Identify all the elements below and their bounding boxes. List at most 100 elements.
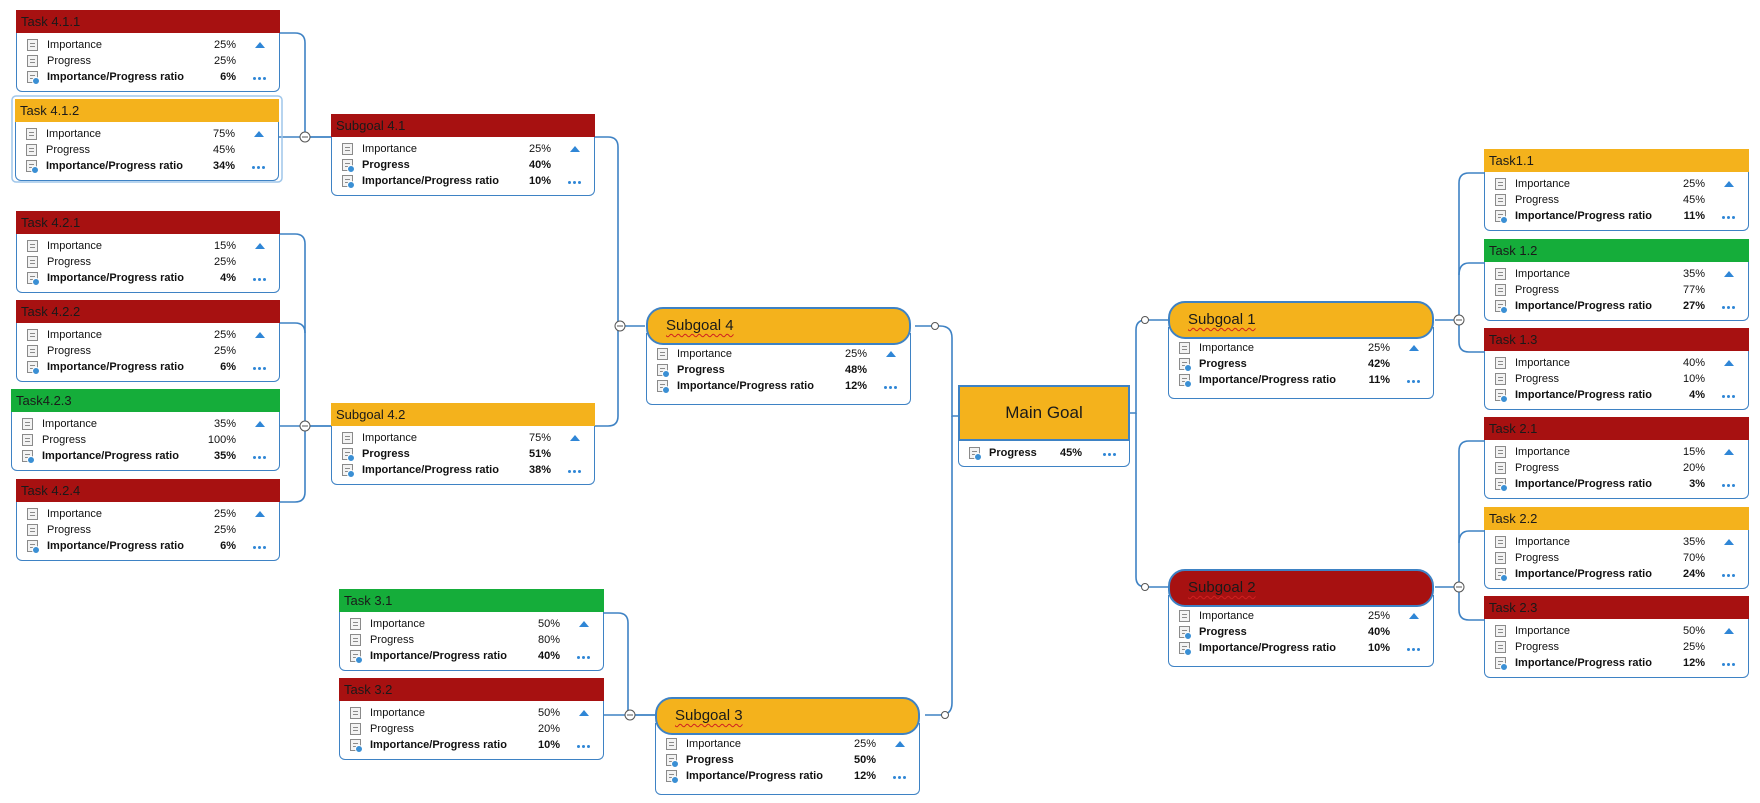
metric-value: 25% [213, 55, 236, 67]
metric-label: Importance [370, 618, 426, 630]
more-options-icon[interactable] [252, 166, 266, 169]
more-options-icon[interactable] [893, 776, 907, 779]
metric-value: 25% [213, 345, 236, 357]
triangle-up-icon[interactable] [1724, 539, 1734, 545]
triangle-up-icon[interactable] [570, 146, 580, 152]
calculated-metric-icon [342, 464, 355, 478]
triangle-up-icon[interactable] [895, 741, 905, 747]
card-title: Task1.1 [1484, 149, 1749, 172]
more-options-icon[interactable] [1722, 306, 1736, 309]
main-goal-title: Main Goal [958, 385, 1130, 441]
metric-icon [22, 418, 33, 430]
metric-value: 6% [220, 71, 236, 83]
more-options-icon[interactable] [884, 386, 898, 389]
progress-label: Progress [989, 447, 1037, 459]
triangle-up-icon[interactable] [1409, 613, 1419, 619]
more-options-icon[interactable] [1722, 663, 1736, 666]
more-options-icon[interactable] [253, 546, 267, 549]
metric-label: Importance/Progress ratio [47, 71, 184, 83]
more-options-icon[interactable] [1722, 216, 1736, 219]
more-options-icon[interactable] [577, 656, 591, 659]
triangle-up-icon[interactable] [255, 42, 265, 48]
card-title: Task 2.1 [1484, 417, 1749, 440]
more-options-icon[interactable] [568, 181, 582, 184]
main-goal-card[interactable]: Main Goal Progress 45% [958, 385, 1130, 467]
calculated-metric-icon [1495, 568, 1508, 582]
more-options-icon[interactable] [1722, 574, 1736, 577]
triangle-up-icon[interactable] [255, 332, 265, 338]
more-options-icon[interactable] [253, 367, 267, 370]
triangle-up-icon[interactable] [579, 621, 589, 627]
metric-value: 25% [528, 143, 551, 155]
more-options-icon[interactable] [1722, 484, 1736, 487]
triangle-up-icon[interactable] [570, 435, 580, 441]
triangle-up-icon[interactable] [579, 710, 589, 716]
calculated-metric-icon [1179, 626, 1192, 640]
more-options-icon[interactable] [1407, 380, 1421, 383]
more-options-icon[interactable] [253, 278, 267, 281]
connector-t421 [249, 233, 331, 427]
triangle-up-icon[interactable] [1724, 271, 1734, 277]
metric-value: 20% [1682, 462, 1705, 474]
triangle-up-icon[interactable] [886, 351, 896, 357]
more-options-icon[interactable] [1722, 395, 1736, 398]
triangle-up-icon[interactable] [1409, 345, 1419, 351]
metric-icon [666, 738, 677, 750]
metric-icon [1495, 178, 1506, 190]
connector-sg42 [594, 326, 619, 427]
metric-value: 25% [1367, 342, 1390, 354]
more-options-icon[interactable] [253, 77, 267, 80]
more-options-icon[interactable] [577, 745, 591, 748]
triangle-up-icon[interactable] [1724, 181, 1734, 187]
metric-value: 25% [844, 348, 867, 360]
metric-icon [1495, 552, 1506, 564]
triangle-up-icon[interactable] [254, 131, 264, 137]
more-options-icon[interactable] [1407, 648, 1421, 651]
triangle-up-icon[interactable] [255, 421, 265, 427]
triangle-up-icon[interactable] [1724, 449, 1734, 455]
metric-value: 25% [1682, 641, 1705, 653]
triangle-up-icon[interactable] [255, 511, 265, 517]
more-options-icon[interactable] [253, 456, 267, 459]
triangle-up-icon[interactable] [1724, 360, 1734, 366]
more-options-icon[interactable] [568, 470, 582, 473]
more-options-icon[interactable] [1103, 453, 1117, 456]
metric-label: Importance [42, 418, 98, 430]
triangle-up-icon[interactable] [1724, 628, 1734, 634]
calculated-metric-icon [350, 739, 363, 753]
card-title: Task 4.1.1 [16, 10, 280, 33]
connector-sg4 [915, 325, 958, 417]
triangle-up-icon[interactable] [255, 243, 265, 249]
metric-value: 70% [1682, 552, 1705, 564]
